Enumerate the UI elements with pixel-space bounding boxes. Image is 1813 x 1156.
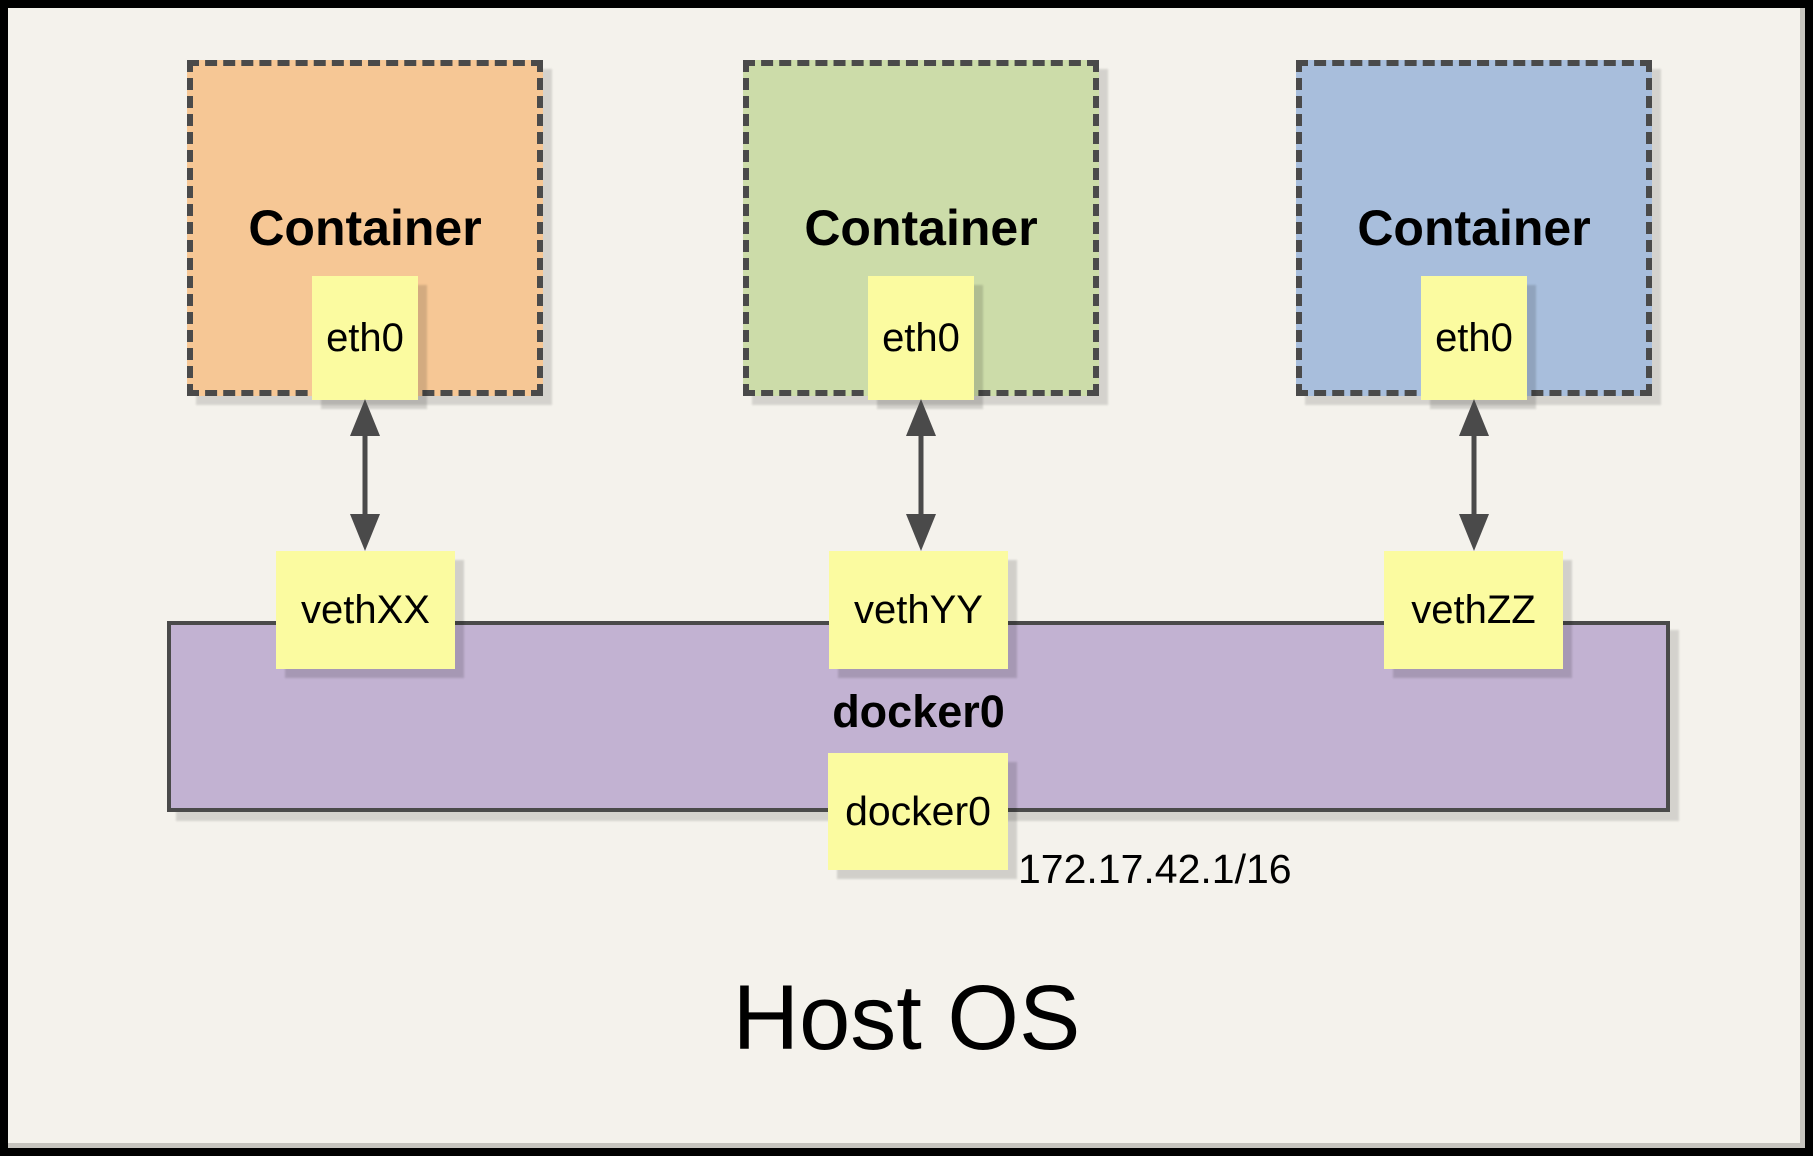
container-2-eth0-box: eth0: [868, 276, 974, 400]
vethzz-box: vethZZ: [1384, 551, 1563, 669]
bridge-ip-label: 172.17.42.1/16: [1018, 846, 1292, 892]
docker0-bridge-label: docker0: [832, 686, 1005, 737]
vethyy-box: vethYY: [829, 551, 1008, 669]
container-1-label: Container: [248, 200, 482, 256]
vethzz-label: vethZZ: [1411, 588, 1536, 632]
container-3-eth0-box: eth0: [1421, 276, 1527, 400]
bidirectional-arrow-3: [1459, 399, 1489, 551]
container-3-eth0-label: eth0: [1435, 316, 1513, 360]
container-1-eth0-label: eth0: [326, 316, 404, 360]
container-3-label: Container: [1357, 200, 1591, 256]
container-1-eth0-box: eth0: [312, 276, 418, 400]
container-2-label: Container: [804, 200, 1038, 256]
docker0-interface-box: docker0: [828, 753, 1008, 870]
docker0-interface-label: docker0: [845, 788, 991, 834]
container-box-3: Container eth0: [1296, 60, 1652, 400]
bidirectional-arrow-1: [350, 399, 380, 551]
vethxx-box: vethXX: [276, 551, 455, 669]
vethxx-label: vethXX: [301, 588, 430, 632]
host-os-label: Host OS: [732, 967, 1081, 1069]
bidirectional-arrow-2: [906, 399, 936, 551]
container-2-eth0-label: eth0: [882, 316, 960, 360]
vethyy-label: vethYY: [854, 588, 983, 632]
container-box-2: Container eth0: [743, 60, 1099, 400]
container-box-1: Container eth0: [187, 60, 543, 400]
